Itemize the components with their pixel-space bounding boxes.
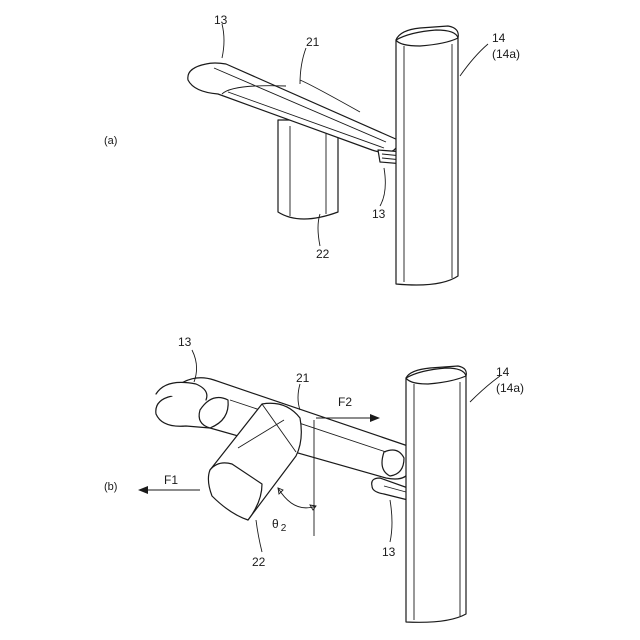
angle-theta-label: θ2 bbox=[272, 517, 287, 534]
ref-13-top-b: 13 bbox=[178, 335, 192, 349]
panel-label-a: (a) bbox=[104, 135, 117, 147]
ref-22-b: 22 bbox=[252, 555, 266, 569]
panel-b bbox=[138, 350, 500, 622]
ref-14a-b: (14a) bbox=[496, 381, 524, 395]
ref-14-b: 14 bbox=[496, 365, 510, 379]
ref-14a-a: (14a) bbox=[492, 47, 520, 61]
ref-21-b: 21 bbox=[296, 371, 310, 385]
ref-13-bottom-b: 13 bbox=[382, 545, 396, 559]
post-14-b bbox=[406, 366, 466, 622]
panel-label-b: (b) bbox=[104, 481, 117, 493]
ref-13-bottom-a: 13 bbox=[372, 207, 386, 221]
ref-13-top-a: 13 bbox=[214, 13, 228, 27]
ref-22-a: 22 bbox=[316, 247, 330, 261]
angle-theta-subscript: 2 bbox=[281, 523, 287, 534]
ref-21-a: 21 bbox=[306, 35, 320, 49]
arrow-f1 bbox=[138, 486, 200, 494]
ref-14-a: 14 bbox=[492, 31, 506, 45]
force-f1-label: F1 bbox=[164, 473, 178, 487]
force-f2-label: F2 bbox=[338, 395, 352, 409]
panel-a bbox=[188, 24, 488, 285]
post-14-a bbox=[396, 26, 458, 285]
mount-b bbox=[372, 478, 408, 500]
angle-theta-symbol: θ bbox=[272, 517, 279, 531]
